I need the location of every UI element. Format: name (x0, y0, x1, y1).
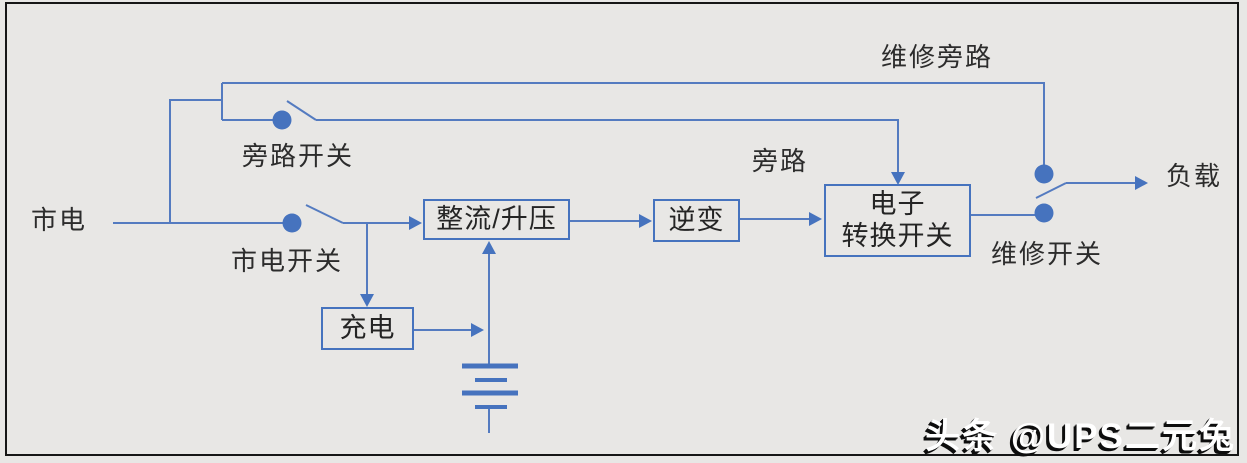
rectifier-boost-label: 整流/升压 (436, 203, 557, 234)
bypass-branch-wire (169, 99, 222, 223)
watermark-text: 头条 @UPS二元兔 (925, 417, 1236, 456)
inverter-block: 逆变 (653, 199, 740, 242)
inverter-label: 逆变 (668, 204, 725, 235)
charger-block: 充电 (321, 307, 414, 350)
maintenance-switch-upper-contact-icon (1034, 164, 1054, 184)
bypass-label: 旁路 (752, 146, 809, 176)
inverter-in-arrow-icon (639, 214, 652, 228)
bypass-switch-contact-icon (272, 110, 292, 130)
maintenance-bypass-label: 维修旁路 (881, 42, 994, 72)
rectifier-in-arrow-icon (409, 216, 422, 230)
battery-up-arrow-icon (482, 241, 496, 254)
charger-in-arrow-icon (360, 294, 374, 307)
load-label: 负载 (1166, 161, 1223, 191)
mains-switch-blade-icon (305, 204, 344, 224)
transfer-in-arrow-icon (809, 212, 822, 226)
mains-switch-contact-icon (282, 213, 302, 233)
bypass-wire (316, 119, 899, 172)
load-arrow-icon (1135, 176, 1148, 190)
mains-label: 市电 (31, 205, 88, 235)
maintenance-bypass-wire (222, 82, 1045, 167)
battery-icon (462, 363, 518, 433)
maintenance-switch-label: 维修开关 (991, 239, 1104, 269)
bypass-switch-label: 旁路开关 (242, 141, 355, 171)
maintenance-switch-blade-icon (1035, 182, 1067, 199)
mains-switch-label: 市电开关 (231, 246, 344, 276)
bypass-switch-blade-icon (286, 100, 317, 121)
battery-charge-arrow-icon (471, 323, 484, 337)
charger-label: 充电 (339, 312, 396, 343)
diagram-border (5, 2, 1239, 456)
bypass-down-arrow-icon (891, 172, 905, 185)
transfer-switch-label-line1: 电子 (869, 188, 926, 219)
rectifier-boost-block: 整流/升压 (423, 199, 570, 240)
electronic-transfer-switch-block: 电子 转换开关 (824, 184, 971, 257)
transfer-switch-label-line2: 转换开关 (841, 220, 954, 251)
maintenance-switch-lower-contact-icon (1034, 203, 1054, 223)
